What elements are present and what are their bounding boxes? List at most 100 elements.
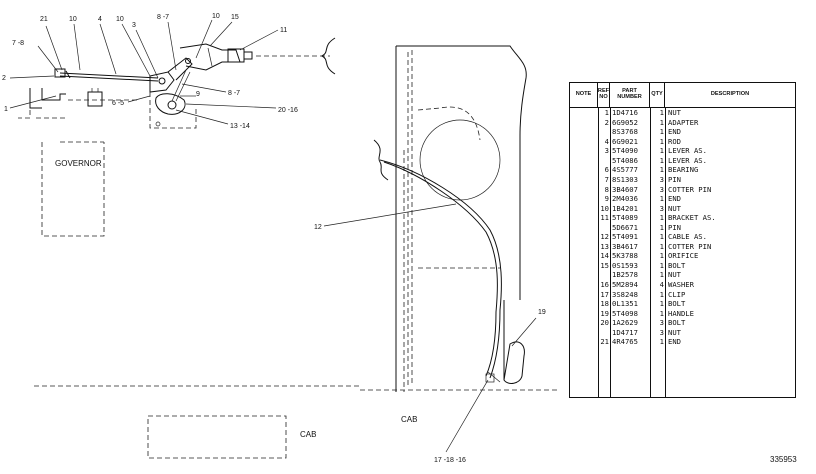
ref-cell: 16 xyxy=(600,281,609,289)
governor-label: GOVERNOR xyxy=(55,159,102,168)
ref-cell: 17 xyxy=(600,290,609,298)
description-cell: BOLT xyxy=(668,261,686,270)
qty-cell: 3 xyxy=(659,176,664,184)
description-cell: CABLE AS. xyxy=(668,233,707,241)
callout-labels: 21 10 4 10 3 8 -7 10 15 11 7 -8 2 1 6 -5… xyxy=(2,13,797,464)
qty-cell: 1 xyxy=(659,233,664,241)
qty-cell: 1 xyxy=(659,214,664,222)
ref-cell: 12 xyxy=(600,233,609,241)
description-cell: ROD xyxy=(668,137,681,146)
part-number-cell: 8S1303 xyxy=(612,176,638,184)
ref-cell: 20 xyxy=(600,319,609,327)
callout-10c: 10 xyxy=(212,13,220,20)
description-cell: NUT xyxy=(668,204,681,212)
qty-cell: 1 xyxy=(659,109,664,117)
table-row: 8S3768 1 END xyxy=(570,127,795,137)
table-row: 5D6671 1 PIN xyxy=(570,223,795,233)
qty-cell: 1 xyxy=(659,128,664,136)
callout-17-18-16: 17 -18 -16 xyxy=(434,457,466,464)
description-cell: NUT xyxy=(668,271,681,279)
ref-cell: 1 xyxy=(604,109,609,117)
ref-cell: 7 xyxy=(604,176,609,184)
part-number-cell: 8S3768 xyxy=(612,128,638,136)
description-cell: END xyxy=(668,128,681,136)
cab-label-left: CAB xyxy=(300,430,316,439)
part-number-cell: 4S5777 xyxy=(612,166,638,174)
part-number-cell: 5T4089 xyxy=(612,214,638,222)
part-number-cell: 1B2578 xyxy=(612,271,638,279)
qty-cell: 3 xyxy=(659,204,664,212)
part-number-cell: 3S8248 xyxy=(612,290,638,298)
description-cell: PIN xyxy=(668,223,681,231)
description-cell: BEARING xyxy=(668,166,699,174)
description-cell: LEVER AS. xyxy=(668,156,707,165)
ref-cell: 6 xyxy=(604,166,609,174)
callout-7-8: 7 -8 xyxy=(12,40,24,47)
part-number-cell: 1D4716 xyxy=(612,109,638,117)
qty-cell: 3 xyxy=(659,328,664,336)
qty-cell: 1 xyxy=(659,242,664,251)
part-number-cell: 5T4090 xyxy=(612,147,638,155)
header-qty: QTY xyxy=(650,83,665,107)
qty-cell: 3 xyxy=(659,319,664,327)
cab-label-right: CAB xyxy=(401,415,417,424)
callout-8-7b: 8 -7 xyxy=(228,90,240,97)
ref-cell: 3 xyxy=(604,147,609,155)
callout-9: 9 xyxy=(196,91,200,98)
qty-cell: 1 xyxy=(659,300,664,308)
leader-lines-left xyxy=(9,19,279,125)
description-cell: CLIP xyxy=(668,290,686,298)
part-number-cell: 5D6671 xyxy=(612,223,638,231)
description-cell: END xyxy=(668,338,681,346)
part-number-cell: 5K3788 xyxy=(612,252,638,260)
description-cell: BOLT xyxy=(668,300,686,308)
description-cell: HANDLE xyxy=(668,309,694,317)
part-number-cell: 1B4201 xyxy=(612,204,638,212)
qty-cell: 1 xyxy=(659,137,664,146)
qty-cell: 1 xyxy=(659,223,664,231)
part-number-cell: 6G9052 xyxy=(612,118,638,126)
callout-8-7a: 8 -7 xyxy=(157,14,169,21)
callout-13-14: 13 -14 xyxy=(230,123,250,130)
description-cell: NUT xyxy=(668,109,681,117)
description-cell: COTTER PIN xyxy=(668,242,712,251)
callout-3: 3 xyxy=(132,22,136,29)
callout-10b: 10 xyxy=(116,16,124,23)
qty-cell: 1 xyxy=(659,252,664,260)
callout-1: 1 xyxy=(4,106,8,113)
callout-19: 19 xyxy=(538,309,546,316)
part-number-cell: 5T4086 xyxy=(612,156,638,165)
qty-cell: 1 xyxy=(659,166,664,174)
part-number-cell: 5T4098 xyxy=(612,309,638,317)
qty-cell: 1 xyxy=(659,261,664,270)
header-description: DESCRIPTION xyxy=(710,91,750,98)
ref-cell: 10 xyxy=(600,204,609,212)
header-ref: REF NO xyxy=(598,83,610,107)
ref-cell: 13 xyxy=(600,242,609,251)
description-cell: ADAPTER xyxy=(668,118,699,126)
table-header: NOTE REF NO PART NUMBER QTY DESCRIPTION xyxy=(570,83,795,108)
part-number-cell: 4R4765 xyxy=(612,338,638,346)
callout-10a: 10 xyxy=(69,16,77,23)
callout-11: 11 xyxy=(280,27,287,34)
drawing-number: 335953 xyxy=(770,455,797,464)
qty-cell: 1 xyxy=(659,147,664,155)
description-cell: LEVER AS. xyxy=(668,147,707,155)
qty-cell: 4 xyxy=(659,281,664,289)
description-cell: ORIFICE xyxy=(668,252,699,260)
